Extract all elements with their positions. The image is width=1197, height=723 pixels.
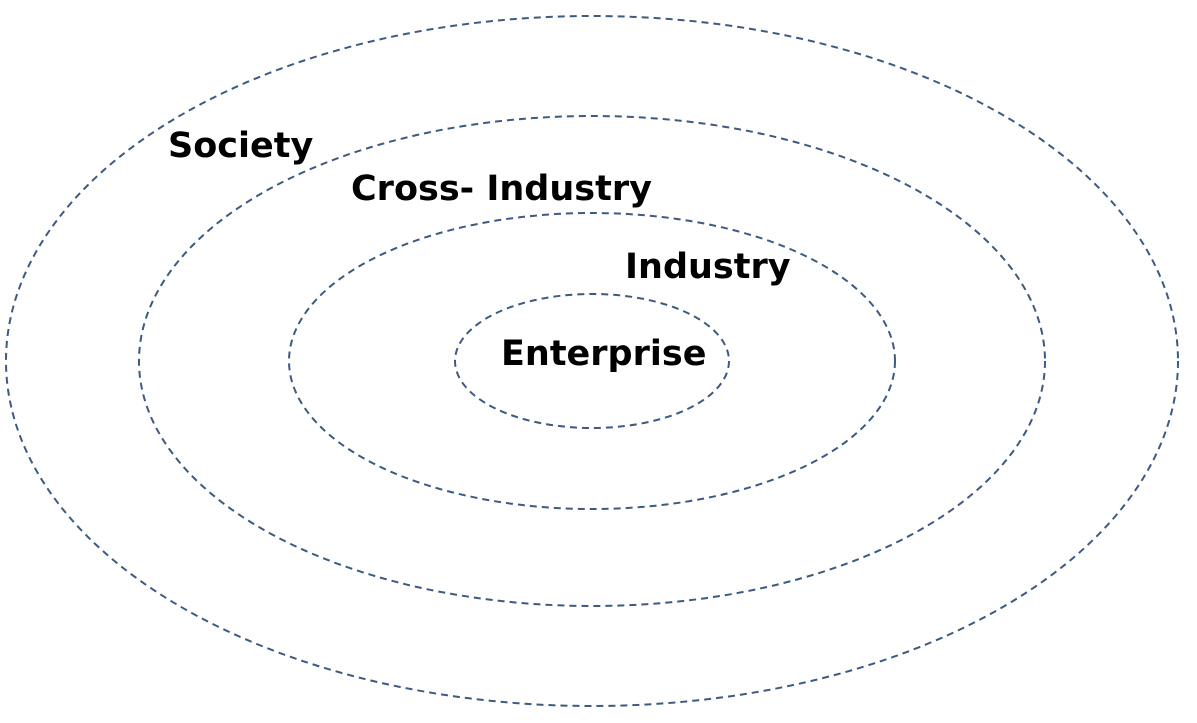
enterprise-label: Enterprise [501, 334, 706, 374]
society-label: Society [168, 126, 313, 166]
cross-industry-label: Cross- Industry [351, 169, 652, 209]
society-ring [5, 15, 1179, 707]
cross-industry-ring [138, 115, 1046, 607]
industry-label: Industry [625, 247, 791, 287]
enterprise-ring [454, 293, 730, 429]
industry-ring [288, 212, 896, 510]
